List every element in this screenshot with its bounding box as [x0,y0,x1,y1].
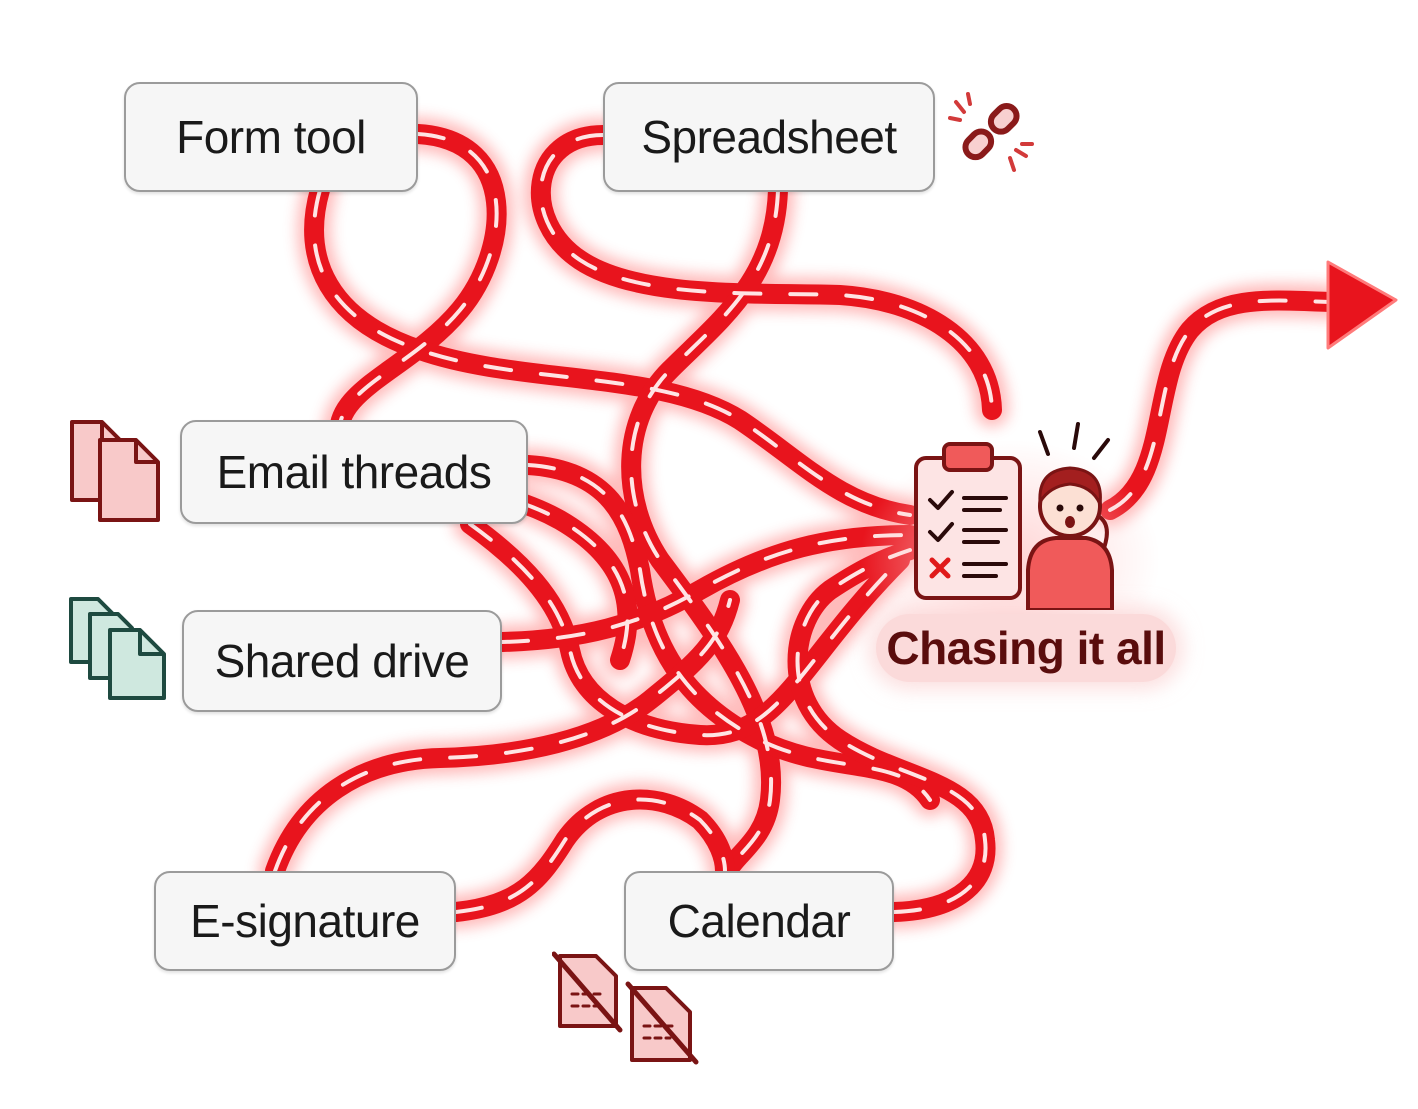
e-signature-label: E-signature [190,895,420,947]
road-form-tool-hub-dash [312,188,912,517]
road-shared-drive-dash [500,533,912,644]
road-e-signature-dash [273,598,732,873]
road-calendar [787,540,996,922]
hub-label-text: Chasing it all [886,622,1166,674]
road-exit [1100,290,1340,520]
clipboard-checklist-icon [914,442,1022,600]
form-tool-box: Form tool [124,82,418,192]
calendar-box: Calendar [624,871,894,971]
shared-drive-label: Shared drive [214,635,470,687]
stressed-person-icon [1026,422,1114,610]
spreadsheet-label: Spreadsheet [641,111,897,163]
road-email-2-dash [468,522,902,738]
crossed-out-document-icon [552,951,699,1065]
road-spreadsheet-dash [538,133,994,412]
road-e-signature-2-dash [454,797,727,914]
form-tool-label: Form tool [176,111,366,163]
road-form-tool-glow [322,117,645,677]
road-spreadsheet-2-dash [629,188,780,873]
road-email-dash [526,463,932,802]
road-exit-dash [1108,298,1332,512]
spreadsheet-box: Spreadsheet [603,82,935,192]
shared-drive-box: Shared drive [182,610,502,712]
broken-link-icon [948,92,1034,172]
red-document-stack-icon [70,420,160,522]
calendar-label: Calendar [667,895,851,947]
hub-label: Chasing it all [876,614,1176,682]
e-signature-box: E-signature [154,871,456,971]
green-document-stack-icon [69,597,166,700]
email-threads-box: Email threads [180,420,528,524]
email-threads-label: Email threads [216,446,492,498]
arrow-right-icon [1326,260,1398,350]
